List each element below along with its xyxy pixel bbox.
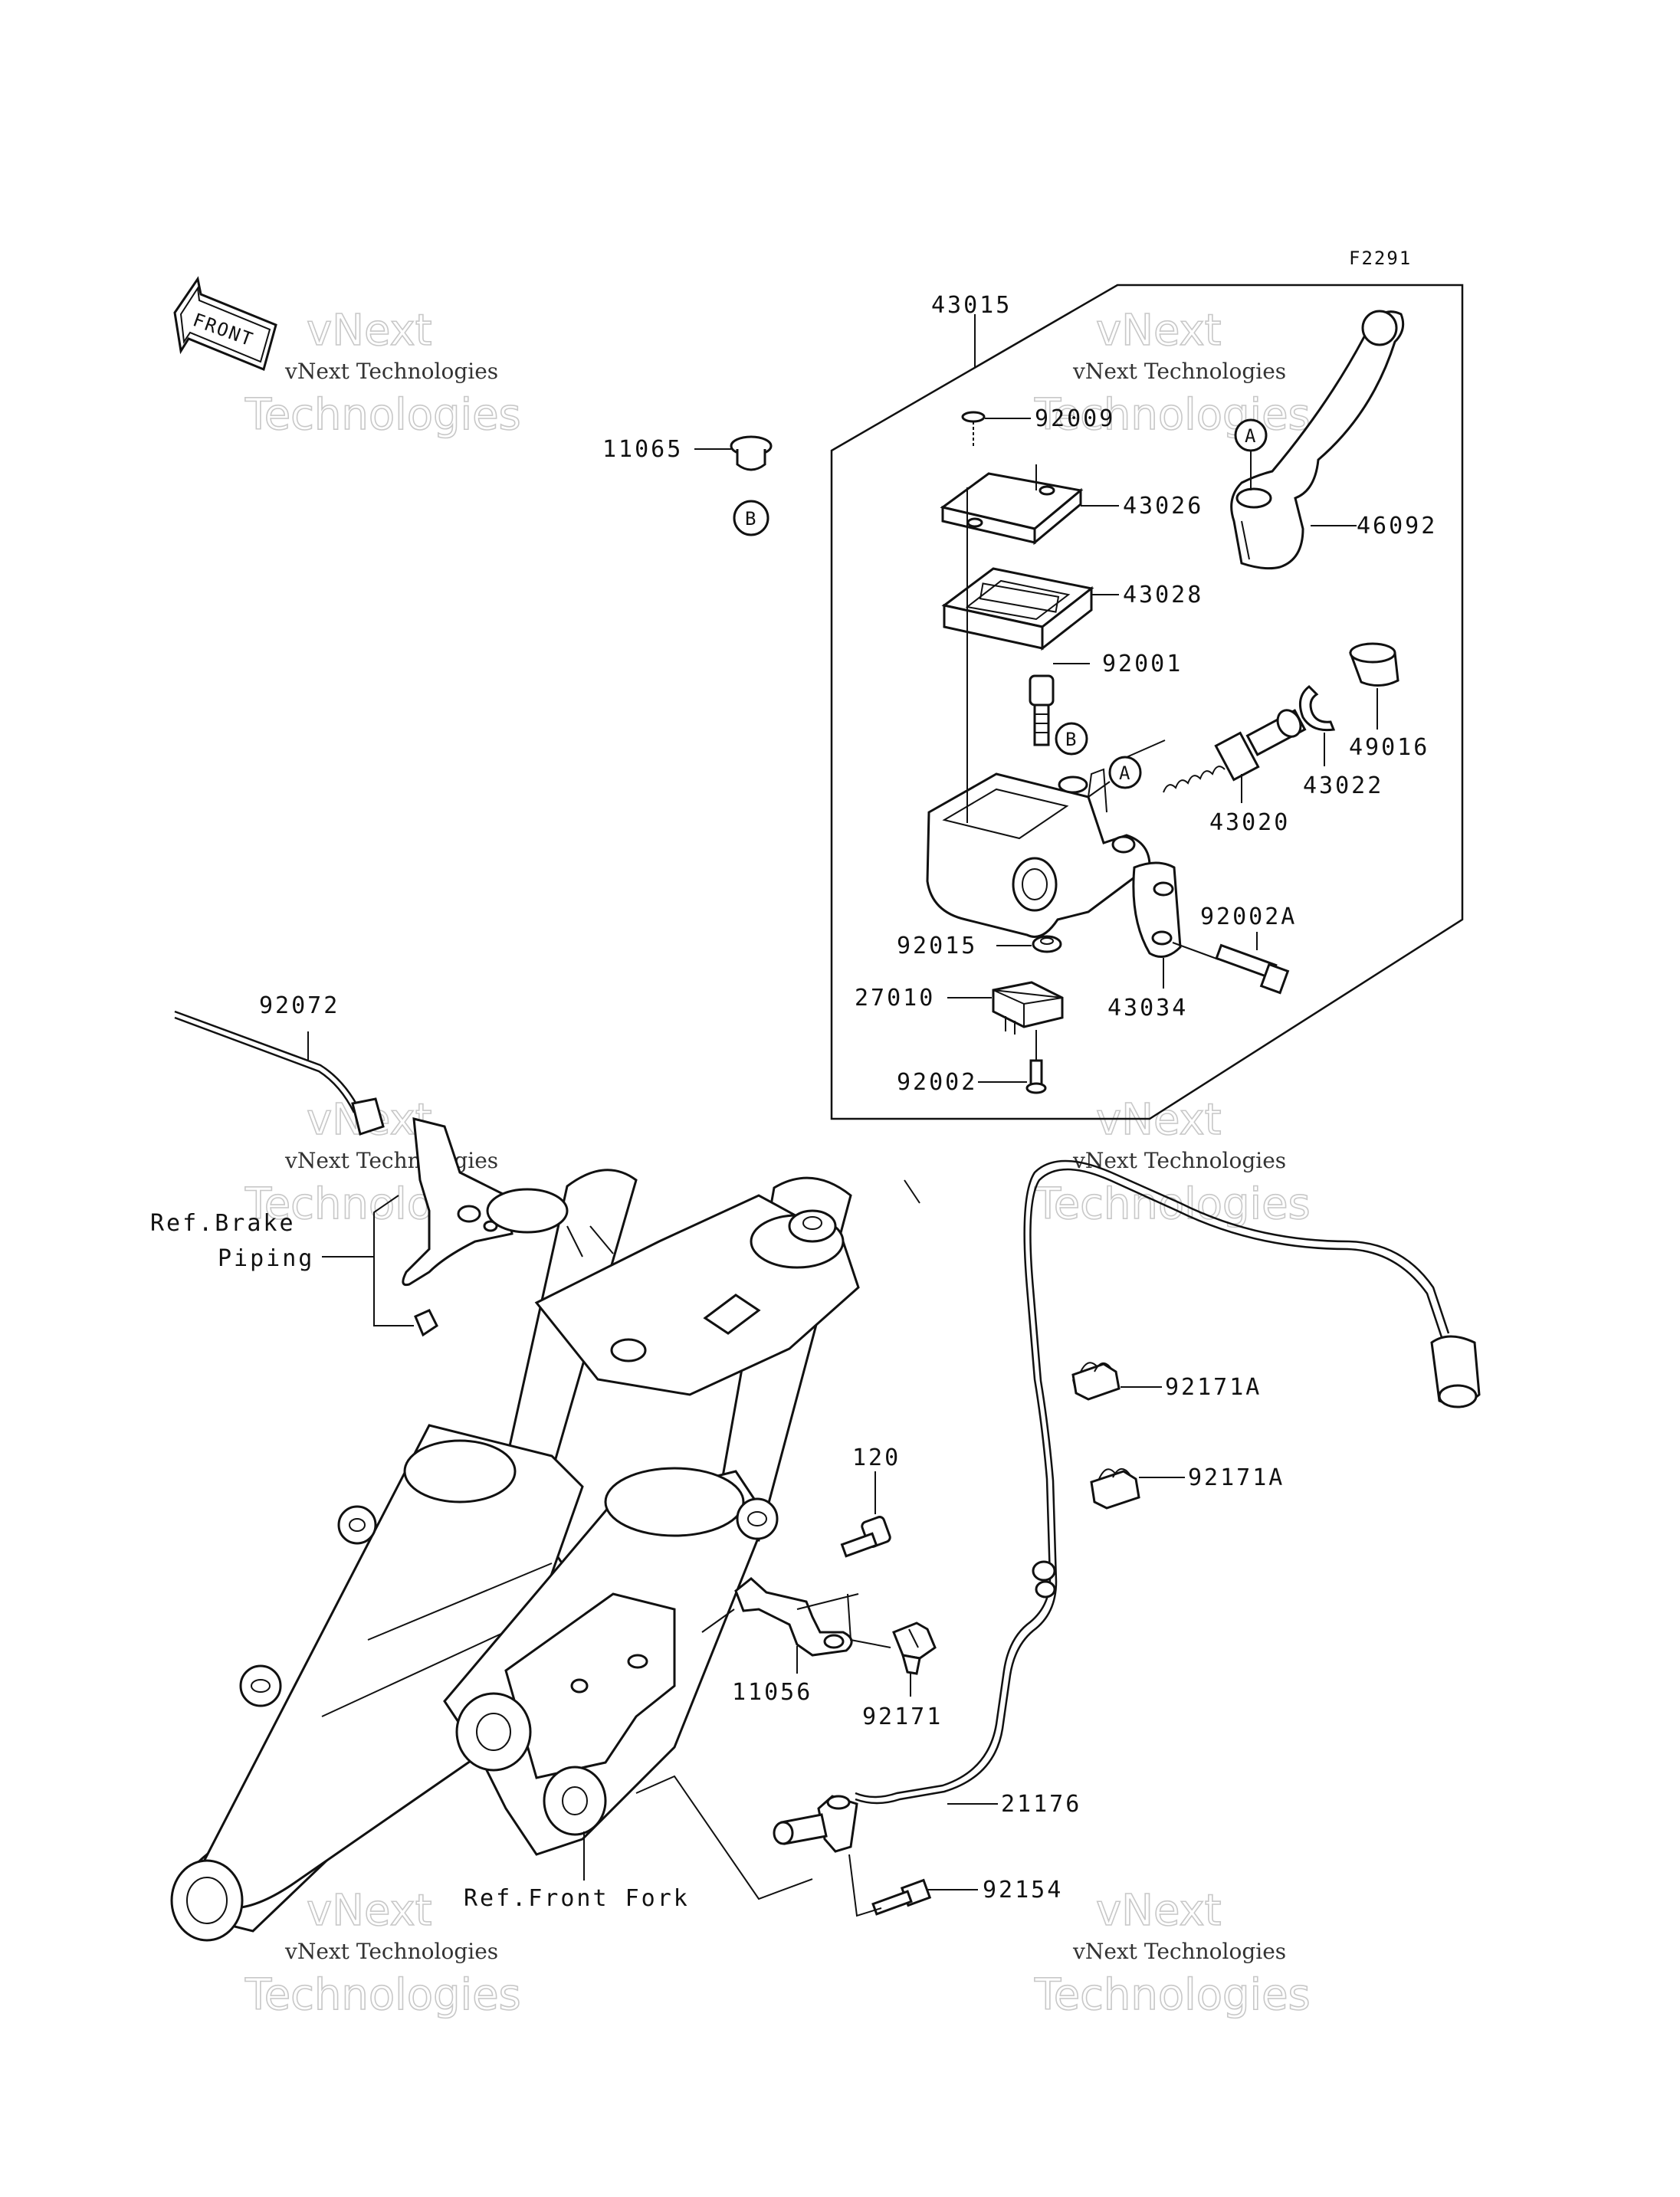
label-43034: 43034 bbox=[1107, 995, 1188, 1021]
brake-lever-46092 bbox=[1230, 310, 1405, 570]
label-49016: 49016 bbox=[1349, 734, 1429, 761]
diagram-code: F2291 bbox=[1349, 248, 1412, 269]
piston-assembly-43020 bbox=[1163, 709, 1307, 793]
svg-text:vNext Technologies: vNext Technologies bbox=[1072, 359, 1286, 384]
clip-92171A-2 bbox=[1090, 1468, 1140, 1510]
clip-92171A-1 bbox=[1071, 1362, 1121, 1401]
clamp-43034 bbox=[1132, 861, 1182, 958]
svg-text:vNext Technologies: vNext Technologies bbox=[1072, 1148, 1286, 1173]
label-46092: 46092 bbox=[1357, 513, 1437, 539]
screw-92002 bbox=[1025, 1030, 1047, 1094]
label-92001: 92001 bbox=[1102, 651, 1183, 677]
svg-text:vNext: vNext bbox=[1096, 306, 1222, 356]
plug-11065 bbox=[730, 435, 773, 471]
watermark-bottom-right: vNext vNext Technologies Technologies bbox=[1033, 1885, 1311, 2021]
svg-text:vNext: vNext bbox=[1096, 1886, 1222, 1936]
bracket-92072 bbox=[174, 1010, 514, 1337]
svg-text:B: B bbox=[1065, 729, 1078, 750]
leader-ref-brake bbox=[322, 1195, 399, 1258]
brake-switch-27010 bbox=[992, 981, 1064, 1035]
svg-text:vNext Technologies: vNext Technologies bbox=[284, 359, 498, 384]
watermark-bottom-left: vNext vNext Technologies Technologies bbox=[244, 1885, 521, 2021]
leader-fork-sensor bbox=[635, 1775, 813, 1900]
svg-text:A: A bbox=[1119, 762, 1131, 784]
callout-b-reservoir: B bbox=[1055, 722, 1088, 756]
label-92171A-2: 92171A bbox=[1188, 1464, 1285, 1491]
svg-text:Technologies: Technologies bbox=[244, 1970, 521, 2020]
label-21176: 21176 bbox=[1001, 1791, 1081, 1818]
svg-text:vNext: vNext bbox=[307, 1886, 432, 1936]
washer-92015 bbox=[1032, 935, 1062, 953]
bolt-92001 bbox=[1029, 674, 1055, 746]
screw-92009 bbox=[961, 411, 986, 448]
assembly-frame bbox=[830, 284, 1464, 1120]
label-92002: 92002 bbox=[897, 1069, 977, 1096]
diaphragm-43028 bbox=[941, 567, 1094, 651]
label-43026: 43026 bbox=[1123, 493, 1203, 520]
bolt-120 bbox=[840, 1516, 891, 1558]
label-43022: 43022 bbox=[1303, 772, 1383, 799]
label-43028: 43028 bbox=[1123, 582, 1203, 608]
front-fork bbox=[170, 1169, 920, 1942]
bolt-92002A bbox=[1172, 942, 1290, 995]
label-43015: 43015 bbox=[931, 292, 1012, 319]
clip-92171 bbox=[892, 1622, 937, 1675]
ref-front-fork: Ref.Front Fork bbox=[464, 1885, 690, 1912]
sensor-harness-21176 bbox=[773, 1159, 1481, 1853]
leader-92171-b bbox=[847, 1593, 891, 1648]
circlip-43022 bbox=[1298, 685, 1336, 732]
svg-text:vNext: vNext bbox=[307, 306, 432, 356]
label-92171: 92171 bbox=[862, 1703, 943, 1730]
ref-brake-line2: Piping bbox=[218, 1245, 314, 1272]
leader-92154-b bbox=[848, 1854, 882, 1917]
callout-b-plug: B bbox=[733, 500, 769, 536]
svg-text:A: A bbox=[1245, 425, 1257, 447]
bolt-92154 bbox=[871, 1878, 932, 1916]
svg-text:vNext Technologies: vNext Technologies bbox=[284, 1148, 498, 1173]
label-92015: 92015 bbox=[897, 933, 977, 959]
label-92072: 92072 bbox=[259, 992, 340, 1019]
watermark-top-left: vNext vNext Technologies Technologies bbox=[244, 305, 521, 441]
label-43020: 43020 bbox=[1209, 809, 1290, 836]
label-92002A: 92002A bbox=[1200, 903, 1297, 930]
svg-text:B: B bbox=[745, 508, 757, 530]
reservoir-cap-43026 bbox=[940, 472, 1084, 546]
dust-boot-49016 bbox=[1349, 642, 1399, 687]
front-arrow-icon: FRONT bbox=[173, 276, 277, 372]
svg-text:vNext Technologies: vNext Technologies bbox=[284, 1939, 498, 1964]
leader-11056-b bbox=[701, 1608, 735, 1633]
svg-text:Technologies: Technologies bbox=[1034, 1179, 1311, 1229]
watermark-mid-right: vNext vNext Technologies Technologies bbox=[1033, 1094, 1311, 1230]
label-27010: 27010 bbox=[855, 985, 935, 1012]
label-92009: 92009 bbox=[1035, 405, 1115, 432]
label-92171A-1: 92171A bbox=[1165, 1374, 1262, 1401]
leader-ref-brake-b bbox=[373, 1257, 414, 1326]
label-11065: 11065 bbox=[602, 436, 683, 463]
svg-text:vNext: vNext bbox=[1096, 1095, 1222, 1145]
svg-text:Technologies: Technologies bbox=[1034, 1970, 1311, 2020]
label-11056: 11056 bbox=[732, 1679, 812, 1706]
bracket-11056 bbox=[734, 1577, 859, 1657]
label-92154: 92154 bbox=[983, 1877, 1063, 1904]
svg-text:Technologies: Technologies bbox=[244, 390, 521, 440]
callout-a-lever: A bbox=[1234, 418, 1268, 490]
callout-a-body: A bbox=[1088, 739, 1166, 798]
ref-brake-line1: Ref.Brake bbox=[150, 1210, 296, 1237]
svg-text:vNext Technologies: vNext Technologies bbox=[1072, 1939, 1286, 1964]
label-120: 120 bbox=[852, 1444, 901, 1471]
master-cylinder-body bbox=[926, 768, 1151, 938]
